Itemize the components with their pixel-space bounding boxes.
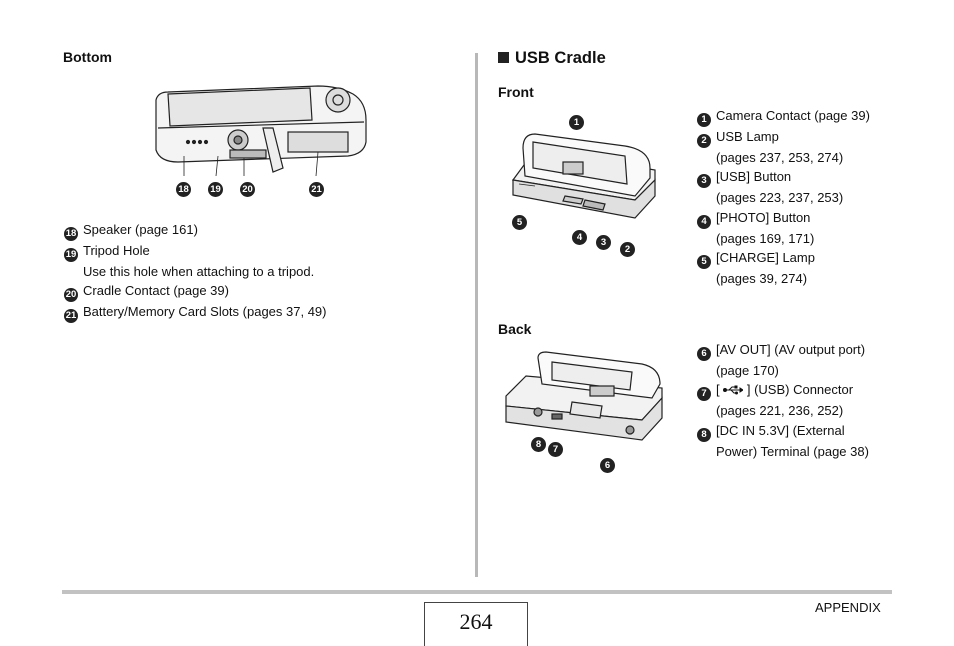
callout-18: 18 <box>176 182 191 197</box>
back-heading: Back <box>498 321 532 337</box>
list-item: 5[CHARGE] Lamp(pages 39, 274) <box>697 248 870 288</box>
back-parts-list: 6[AV OUT] (AV output port)(page 170) 7[ … <box>697 340 869 461</box>
column-divider <box>475 53 478 577</box>
usb-symbol-icon <box>723 385 745 395</box>
callout-8: 8 <box>531 437 546 452</box>
section-label: APPENDIX <box>815 600 881 615</box>
callout-19: 19 <box>208 182 223 197</box>
callout-5: 5 <box>512 215 527 230</box>
list-item: 3[USB] Button(pages 223, 237, 253) <box>697 167 870 207</box>
callout-1: 1 <box>569 115 584 130</box>
black-square-icon <box>498 52 509 63</box>
page-number: 264 <box>424 602 528 646</box>
callout-2: 2 <box>620 242 635 257</box>
callout-4: 4 <box>572 230 587 245</box>
callout-7: 7 <box>548 442 563 457</box>
callout-20: 20 <box>240 182 255 197</box>
list-item: 6[AV OUT] (AV output port)(page 170) <box>697 340 869 380</box>
bottom-heading: Bottom <box>63 49 112 65</box>
callout-3: 3 <box>596 235 611 250</box>
footer-divider <box>62 590 892 594</box>
front-heading: Front <box>498 84 534 100</box>
camera-bottom-illustration <box>155 85 367 177</box>
list-item: 7[ ] (USB) Connector(pages 221, 236, 252… <box>697 380 869 420</box>
callout-21: 21 <box>309 182 324 197</box>
list-item: 4[PHOTO] Button(pages 169, 171) <box>697 208 870 248</box>
callout-6: 6 <box>600 458 615 473</box>
cradle-back-illustration <box>505 351 663 441</box>
cradle-front-illustration <box>511 133 656 219</box>
usb-cradle-title: USB Cradle <box>498 49 606 68</box>
